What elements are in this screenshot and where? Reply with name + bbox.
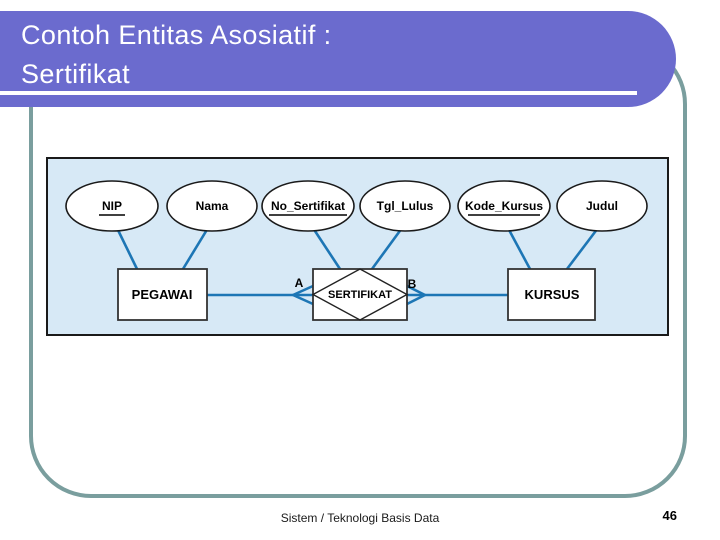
footer-text: Sistem / Teknologi Basis Data [280,511,440,525]
attribute-ellipse-kode-kursus [457,180,551,232]
entity-rect-kursus [507,268,596,321]
title-line-2: Sertifikat [21,59,131,89]
entity-label: PEGAWAI [132,287,193,302]
attribute-label: Judul [586,199,618,213]
page-number: 46 [662,508,677,523]
attribute-ellipses: NIP Nama No_Sertifikat Tgl_Lulus Kode_Ku… [65,180,648,232]
attribute-label: No_Sertifikat [271,199,345,213]
relationship-label-b: B [408,277,417,291]
associative-entity: SERTIFIKAT [311,268,409,321]
attribute-ellipse-tgl-lulus [359,180,451,232]
entity-label: KURSUS [525,287,580,302]
attribute-ellipse-nip [65,180,159,232]
title-line-1: Contoh Entitas Asosiatif : [21,20,332,50]
associative-entity-diamond [311,268,409,321]
relationship-label-a: A [295,276,304,290]
entity-rects: PEGAWAI KURSUS [117,268,596,321]
attribute-label: Nama [196,199,229,213]
page-title: Contoh Entitas Asosiatif : Sertifikat [21,16,332,94]
attribute-ellipse-no-sertifikat [261,180,355,232]
title-banner: Contoh Entitas Asosiatif : Sertifikat [0,11,676,107]
associative-entity-label: SERTIFIKAT [328,289,392,301]
relationship-connectors [207,284,508,306]
attribute-label: NIP [102,199,122,213]
attribute-connectors [115,227,600,270]
attribute-ellipse-nama [166,180,258,232]
attribute-label: Kode_Kursus [465,199,543,213]
er-diagram: NIP Nama No_Sertifikat Tgl_Lulus Kode_Ku… [46,157,669,336]
title-underline-bar [0,91,637,95]
entity-rect-pegawai [117,268,208,321]
attribute-ellipse-judul [556,180,648,232]
attribute-label: Tgl_Lulus [377,199,434,213]
